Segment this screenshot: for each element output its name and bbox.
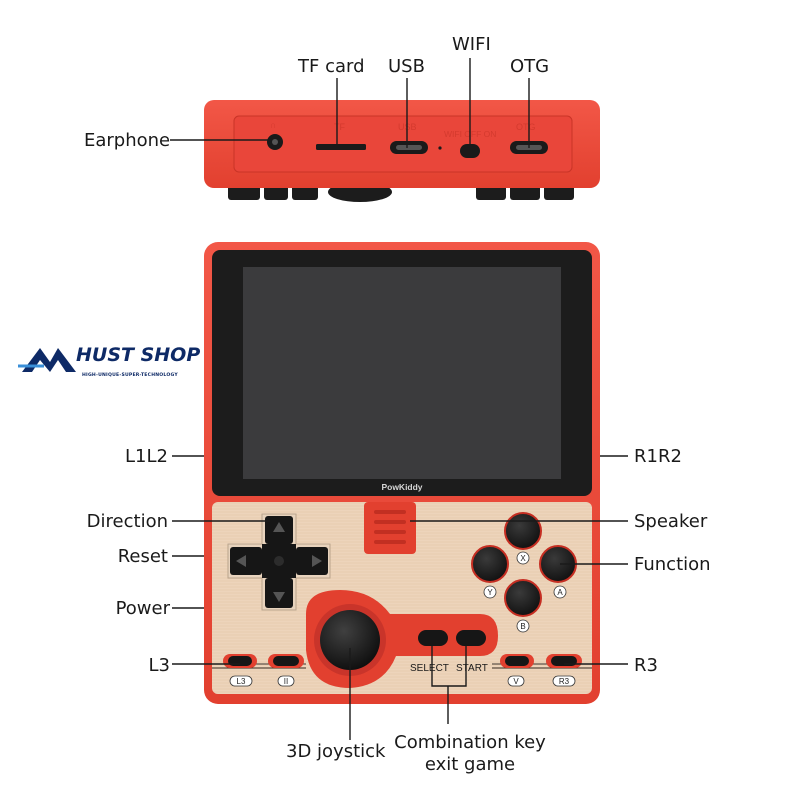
arrow-down-icon (273, 592, 285, 602)
headphone-engrave-icon: ∩ (270, 120, 276, 130)
combination-bracket-line (431, 646, 467, 687)
r3-button-label: R3 (559, 677, 570, 686)
select-label: SELECT (410, 663, 449, 674)
start-button[interactable] (456, 630, 486, 646)
arrow-up-icon (273, 522, 285, 532)
logo-tagline-text: HIGH-UNIQUE-SUPER-TECHNOLOGY (82, 372, 178, 378)
joystick-label: 3D joystick (286, 741, 386, 762)
button-a-label: A (557, 588, 563, 597)
combination-key-label: Combination key (394, 732, 546, 753)
button-b-label: B (520, 622, 525, 631)
button-y[interactable] (471, 545, 509, 583)
direction-label: Direction (87, 511, 168, 532)
dpad[interactable] (227, 513, 331, 611)
button-y-label: Y (487, 588, 493, 597)
usb-label: USB (388, 56, 425, 77)
earphone-label: Earphone (84, 130, 170, 151)
select-button[interactable] (418, 630, 448, 646)
logo-mark-icon (22, 348, 76, 372)
speaker-slot-icon (374, 540, 406, 544)
3d-joystick[interactable] (320, 610, 380, 670)
v-button-label: V (513, 677, 519, 686)
speaker-slot-icon (374, 510, 406, 514)
front-view: PowKiddy X (87, 242, 711, 775)
powkiddy-brand: PowKiddy (381, 482, 422, 492)
top-view: ∩ TF USB WIFI OFF ON OTG TF card USB WIF… (84, 34, 600, 202)
arrow-left-icon (236, 555, 246, 567)
speaker-slot-icon (374, 530, 406, 534)
otg-label: OTG (510, 56, 549, 77)
speaker-label: Speaker (634, 511, 708, 532)
led-dot-icon (438, 146, 442, 150)
speaker-slot-icon (374, 520, 406, 524)
tf-engrave: TF (334, 122, 345, 132)
reset-label: Reset (118, 546, 168, 567)
otg-engrave: OTG (516, 122, 536, 132)
button-x-label: X (520, 554, 526, 563)
v-button[interactable] (505, 656, 529, 666)
tf-card-label: TF card (297, 56, 365, 77)
l3-button-label: L3 (237, 677, 246, 686)
exit-game-label: exit game (425, 754, 515, 775)
start-label: START (456, 663, 488, 674)
speaker-grille (364, 502, 416, 554)
tf-card-slot-icon (316, 144, 366, 150)
function-label: Function (634, 554, 711, 575)
r1r2-label: R1R2 (634, 446, 682, 467)
arrow-right-icon (312, 555, 322, 567)
power-label: Power (116, 598, 171, 619)
face-buttons: X Y A B (471, 512, 577, 633)
ii-button[interactable] (273, 656, 299, 666)
wifi-switch-icon (460, 144, 480, 158)
wifi-label: WIFI (452, 34, 491, 55)
l1l2-label: L1L2 (125, 446, 168, 467)
r3-label: R3 (634, 655, 658, 676)
button-x[interactable] (504, 512, 542, 550)
ii-button-label: II (284, 677, 288, 686)
button-b[interactable] (504, 579, 542, 617)
hust-shop-logo: HUST SHOP HIGH-UNIQUE-SUPER-TECHNOLOGY (18, 344, 200, 378)
screen-display (243, 267, 561, 479)
logo-brand-text: HUST SHOP (76, 344, 200, 366)
l3-label: L3 (149, 655, 170, 676)
